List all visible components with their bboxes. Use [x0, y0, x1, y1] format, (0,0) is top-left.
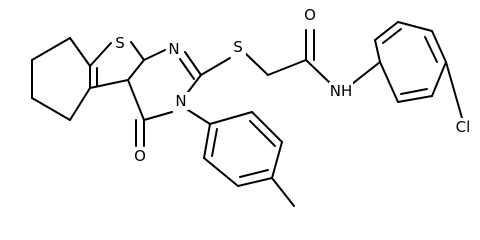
bond [143, 111, 173, 121]
bond [89, 79, 129, 89]
bond [237, 177, 273, 187]
bond [305, 59, 331, 84]
bond [184, 51, 202, 76]
bond [203, 157, 239, 187]
bond [187, 74, 202, 93]
chemical-structure: S N N S O O NH Cl [31, 6, 474, 207]
atom-label: NH [330, 82, 353, 100]
atom-label: N [168, 40, 179, 58]
bond [379, 61, 399, 103]
atom-label: S [233, 38, 243, 56]
atom-oxygen-ring-carbonyl: O [132, 147, 148, 165]
atom-labels: S N N S O O NH Cl [112, 6, 474, 165]
atom-label: Cl [456, 118, 471, 136]
bond [351, 61, 381, 85]
atom-nitrogen-pyrimidine: N [166, 40, 182, 58]
bond [31, 37, 71, 61]
bond [400, 88, 428, 95]
bond [431, 61, 447, 97]
bond [69, 37, 91, 67]
atom-amide-nh: NH [329, 82, 353, 100]
bond [143, 49, 166, 61]
bond [127, 79, 145, 121]
bond [397, 95, 433, 103]
bond [267, 59, 307, 76]
bond [249, 120, 276, 147]
atom-oxygen-amide: O [302, 6, 318, 24]
atom-label: O [134, 147, 146, 165]
atom-nitrogen-ring: N [173, 92, 189, 110]
bond [271, 141, 283, 179]
bond [31, 97, 71, 121]
bond [382, 28, 402, 44]
bond [239, 169, 269, 178]
atom-label: S [115, 34, 125, 52]
bond [200, 57, 231, 76]
bond [271, 177, 295, 207]
bond [244, 52, 269, 76]
bond [89, 42, 112, 67]
bond [203, 123, 211, 159]
bond [445, 61, 463, 119]
bond [209, 111, 253, 125]
atom-sulfur-thioether: S [230, 38, 246, 56]
bond [127, 59, 145, 81]
bonds [31, 21, 463, 207]
atom-sulfur-thiophene: S [112, 34, 128, 52]
bond [374, 39, 381, 63]
bond [251, 111, 283, 143]
bond [69, 87, 91, 121]
atom-label: O [304, 6, 316, 24]
bond [397, 21, 433, 32]
bond [211, 128, 218, 157]
bond [431, 30, 447, 63]
bond [424, 36, 438, 63]
atom-label: N [175, 92, 186, 110]
bond [187, 109, 211, 125]
bond [130, 41, 145, 61]
bond [374, 21, 399, 41]
bond [179, 58, 195, 80]
atom-chlorine: Cl [452, 118, 474, 136]
